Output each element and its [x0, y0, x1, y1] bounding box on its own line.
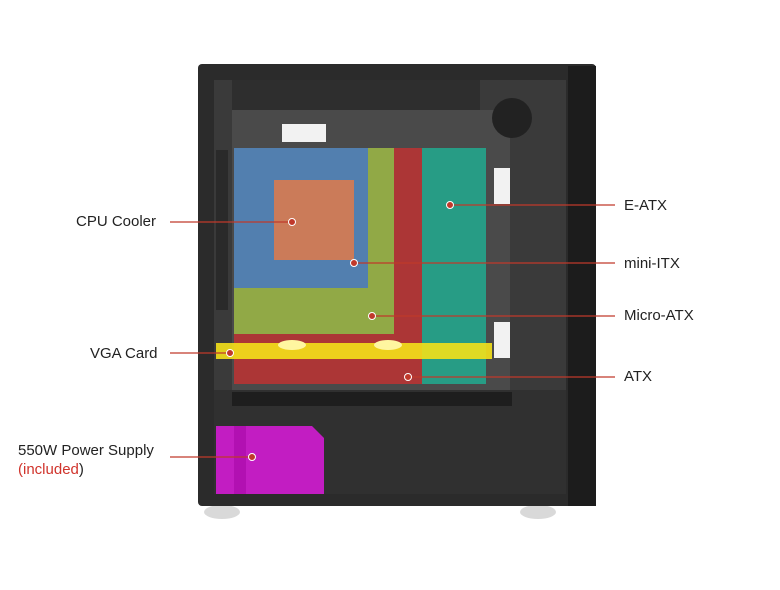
zone-psu [216, 426, 324, 494]
shroud-vent [232, 392, 512, 406]
rear-fan [492, 98, 532, 138]
label-cpu-cooler: CPU Cooler [76, 213, 157, 230]
psu-paren-open: ( [18, 461, 23, 478]
tray-cutout-right-top [494, 168, 510, 204]
case-foot-left [204, 505, 240, 519]
dot-atx [404, 373, 412, 381]
zone-cpu-cooler [274, 180, 354, 260]
callout-dots [226, 201, 454, 461]
dot-microatx [368, 312, 376, 320]
dot-miniitx [350, 259, 358, 267]
psu-paren-close: ) [78, 461, 84, 478]
label-psu: 550W Power Supply (included) [18, 441, 154, 479]
dot-cpu [288, 218, 296, 226]
psu-cable [234, 426, 246, 494]
label-mini-itx: mini-ITX [624, 255, 680, 272]
vga-cutout-2 [374, 340, 402, 350]
label-micro-atx: Micro-ATX [624, 307, 694, 324]
dot-psu [248, 453, 256, 461]
dot-vga [226, 349, 234, 357]
case-front-panel [568, 66, 596, 506]
callout-lines [170, 204, 615, 458]
top-vent [232, 80, 480, 110]
tray-cutout-top [282, 124, 326, 142]
zone-vga-card [216, 343, 492, 359]
label-atx: ATX [624, 368, 653, 385]
label-psu-line2: (included) [18, 460, 154, 479]
tray-cutout-right-bottom [494, 322, 510, 358]
label-psu-line1: 550W Power Supply [18, 442, 154, 459]
rear-io-vent [216, 150, 228, 310]
label-e-atx: E-ATX [624, 197, 668, 214]
case-foot-right [520, 505, 556, 519]
label-vga-card: VGA Card [90, 345, 158, 362]
vga-cutout-1 [278, 340, 306, 350]
psu-included: included [23, 461, 79, 478]
dot-eatx [446, 201, 454, 209]
